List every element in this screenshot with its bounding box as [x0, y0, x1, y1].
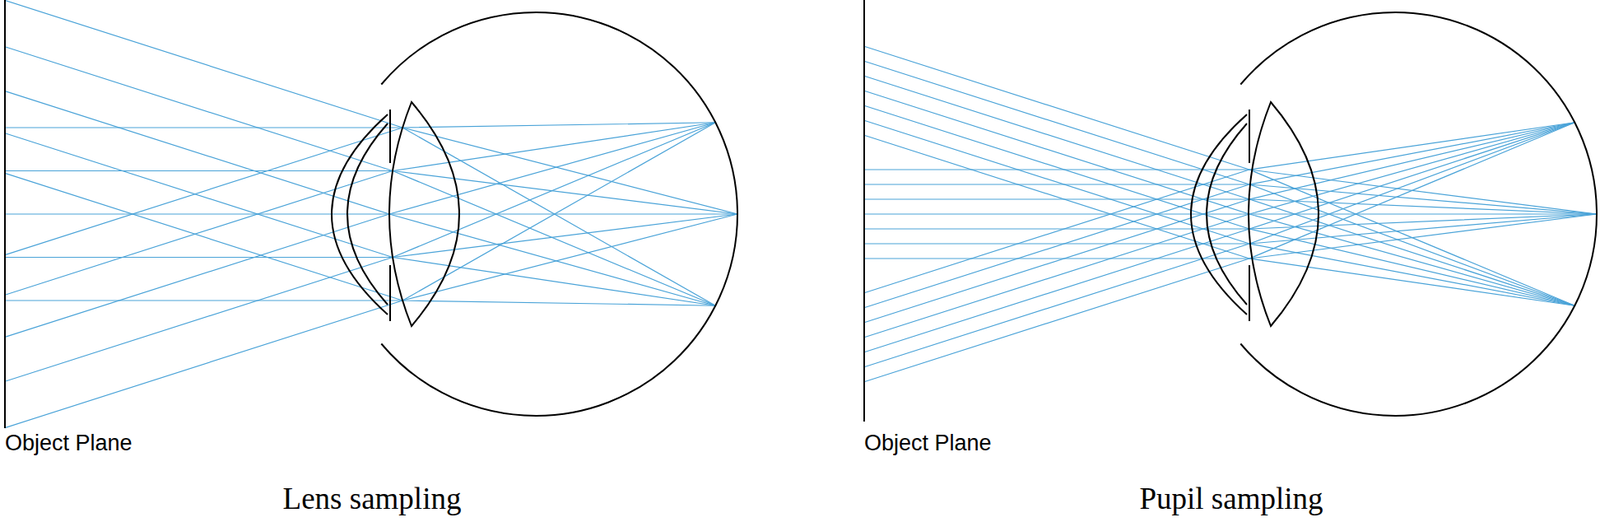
light-ray	[864, 122, 1575, 368]
crystalline-lens	[389, 102, 460, 326]
light-ray	[864, 122, 1575, 382]
light-ray	[4, 213, 738, 301]
light-ray	[864, 46, 1575, 306]
light-ray	[4, 91, 716, 307]
light-ray	[4, 213, 738, 214]
lens-sampling-panel	[4, 0, 738, 428]
light-ray	[4, 122, 716, 295]
plane-label: Object Plane	[864, 431, 992, 456]
light-ray	[4, 133, 716, 306]
light-ray	[4, 122, 716, 382]
light-ray	[864, 122, 1575, 308]
light-ray	[864, 90, 1575, 306]
cornea-outer	[1190, 114, 1247, 315]
iris-top	[389, 109, 391, 163]
light-ray	[864, 60, 1575, 306]
eyeball-outline	[381, 12, 738, 416]
crystalline-lens	[1248, 102, 1319, 326]
light-ray	[864, 169, 1597, 214]
light-ray	[864, 213, 1597, 244]
iris-bottom	[1248, 265, 1251, 321]
object-plane	[4, 0, 6, 428]
light-ray	[864, 213, 1597, 229]
cornea-inner	[347, 123, 388, 305]
light-ray	[4, 122, 716, 428]
panel-caption: Lens sampling	[283, 482, 462, 517]
light-ray	[864, 75, 1575, 306]
pupil-sampling-panel	[864, 0, 1597, 422]
object-plane	[863, 0, 866, 422]
light-ray	[4, 46, 716, 306]
light-ray	[864, 122, 1575, 353]
light-ray	[4, 0, 716, 306]
plane-label: Object Plane	[4, 431, 133, 456]
light-ray	[4, 127, 738, 214]
light-ray	[864, 213, 1597, 214]
light-ray	[864, 120, 1575, 306]
light-ray	[864, 184, 1597, 214]
light-ray	[864, 213, 1597, 259]
cornea-outer	[331, 114, 388, 315]
iris-top	[1248, 109, 1251, 163]
light-ray	[864, 105, 1575, 306]
light-ray	[864, 134, 1575, 306]
eyeball-outline	[1240, 12, 1597, 416]
light-ray	[4, 171, 738, 215]
panel-caption: Pupil sampling	[1139, 482, 1323, 517]
light-ray	[864, 199, 1597, 214]
iris-bottom	[389, 265, 391, 321]
cornea-inner	[1206, 123, 1247, 305]
